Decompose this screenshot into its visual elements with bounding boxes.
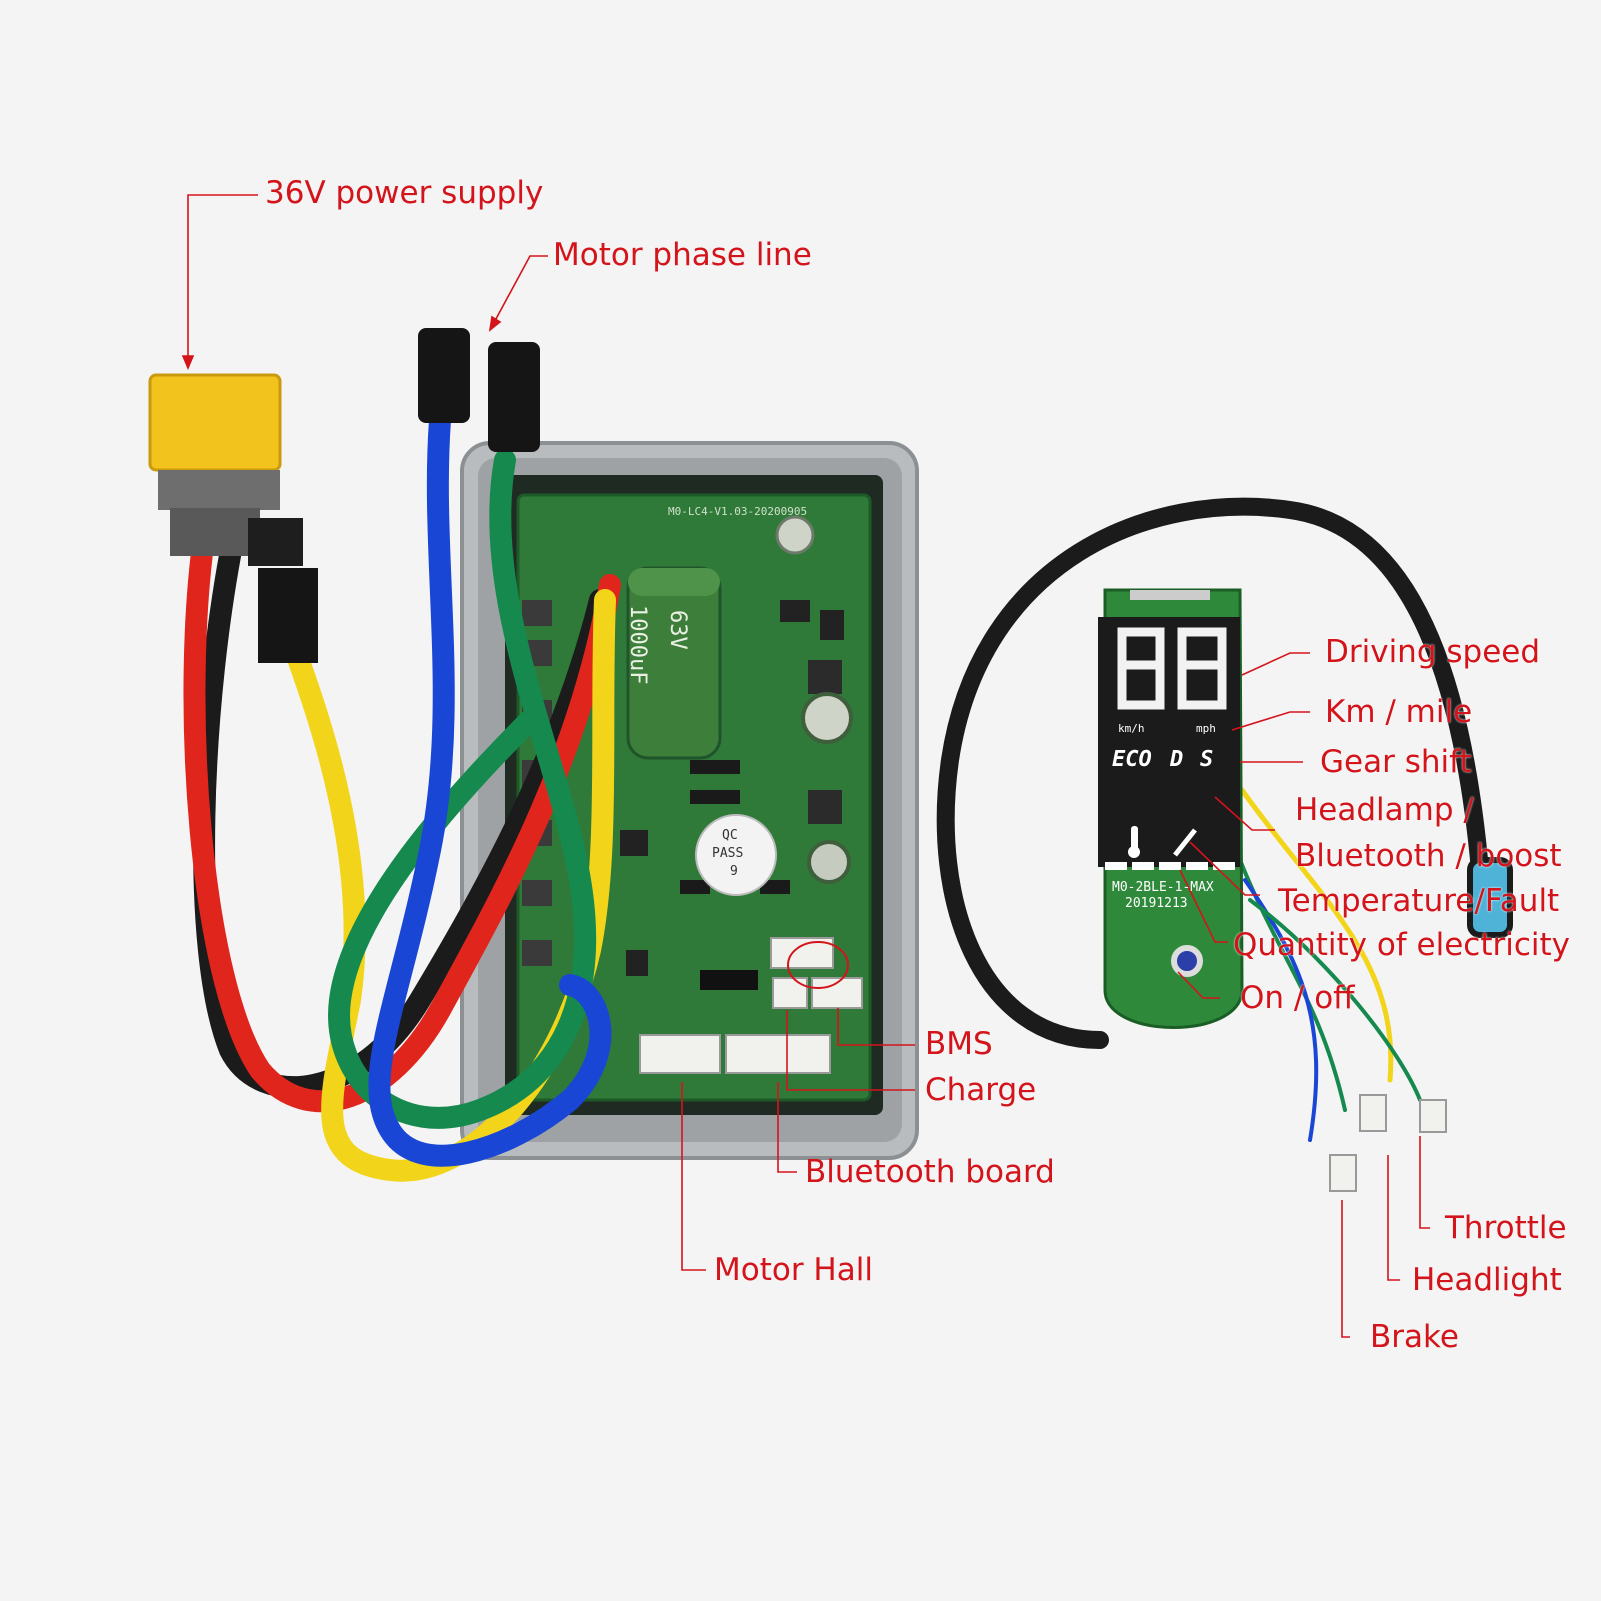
leader-lines [181, 194, 1430, 1338]
small-connectors [1329, 1094, 1447, 1192]
unit-mph-text: mph [1196, 722, 1216, 735]
display-wires [1238, 787, 1422, 1142]
display-model-text: M0-2BLE-1-MAX [1112, 880, 1214, 895]
display-pcb [1098, 588, 1244, 1029]
qc-text-1: QC [722, 828, 738, 843]
label-motor-phase: Motor phase line [553, 237, 812, 273]
label-power-supply: 36V power supply [265, 175, 544, 211]
power-connector [148, 373, 318, 663]
label-bluetooth-board: Bluetooth board [805, 1154, 1055, 1190]
label-driving-speed: Driving speed [1325, 634, 1541, 670]
display-cable [936, 497, 1489, 1049]
display-date-text: 20191213 [1125, 896, 1188, 911]
phase-connectors [418, 328, 540, 452]
unit-kmh-text: km/h [1118, 722, 1145, 735]
label-charge: Charge [925, 1072, 1037, 1108]
mode-eco-text: ECO [1112, 747, 1152, 772]
cap-voltage-text: 63V [665, 610, 690, 650]
label-km-mile: Km / mile [1325, 694, 1473, 730]
label-temperature-fault: Temperature/Fault [1278, 883, 1560, 919]
label-on-off: On / off [1240, 980, 1355, 1016]
label-quantity-electricity: Quantity of electricity [1233, 927, 1571, 963]
speed-digits-text: 88 [1122, 620, 1123, 621]
controller-wires [183, 409, 621, 1182]
cap-value-text: 1000uF [625, 605, 650, 685]
label-headlight: Headlight [1412, 1262, 1562, 1298]
label-motor-hall: Motor Hall [714, 1252, 873, 1288]
label-throttle: Throttle [1445, 1210, 1567, 1246]
mode-s-text: S [1200, 747, 1214, 772]
board-id-text: M0-LC4-V1.03-20200905 [668, 505, 808, 518]
qc-text-2: PASS [712, 846, 744, 861]
mode-d-text: D [1170, 747, 1184, 772]
label-headlamp: Headlamp / [1295, 792, 1474, 828]
cable-connector [1467, 857, 1513, 938]
label-bluetooth-boost: Bluetooth / boost [1295, 838, 1562, 874]
label-brake: Brake [1370, 1319, 1459, 1355]
label-bms: BMS [925, 1026, 993, 1062]
label-gear-shift: Gear shift [1320, 744, 1472, 780]
qc-text-3: 9 [730, 864, 738, 879]
